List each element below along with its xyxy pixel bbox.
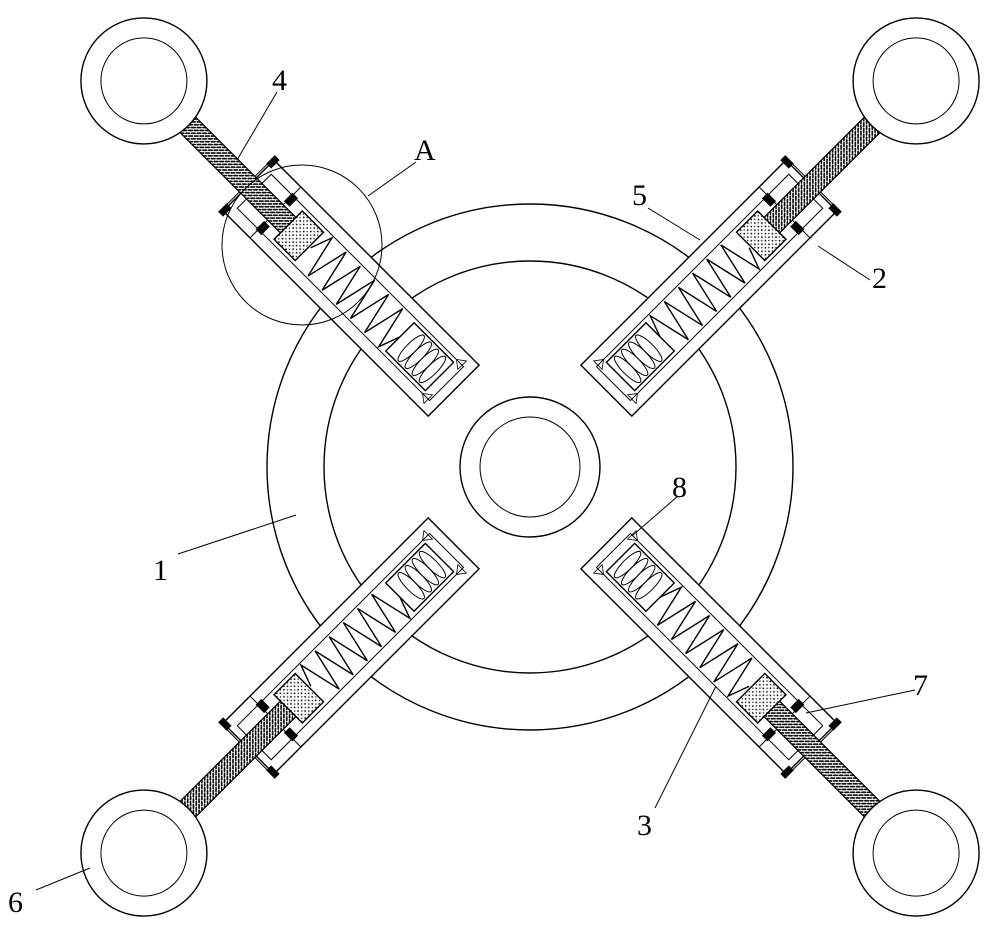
label-part-1: 1: [153, 554, 168, 587]
label-part-4: 4: [272, 64, 287, 97]
label-part-5: 5: [632, 179, 647, 212]
arm-top-right: [561, 0, 1000, 436]
label-part-2: 2: [872, 262, 887, 295]
label-part-7: 7: [913, 669, 928, 702]
base-disc: [266, 203, 794, 731]
arm-bottom-right: [561, 498, 1000, 940]
label-part-3: 3: [637, 809, 652, 842]
label-part-6: 6: [8, 886, 23, 919]
leader-lines: [35, 91, 916, 891]
central-hub: [459, 396, 601, 538]
label-detail-a: A: [414, 134, 436, 167]
arm-bottom-left: [54, 498, 499, 940]
detail-circle-a: [221, 164, 383, 326]
label-part-8: 8: [672, 471, 687, 504]
